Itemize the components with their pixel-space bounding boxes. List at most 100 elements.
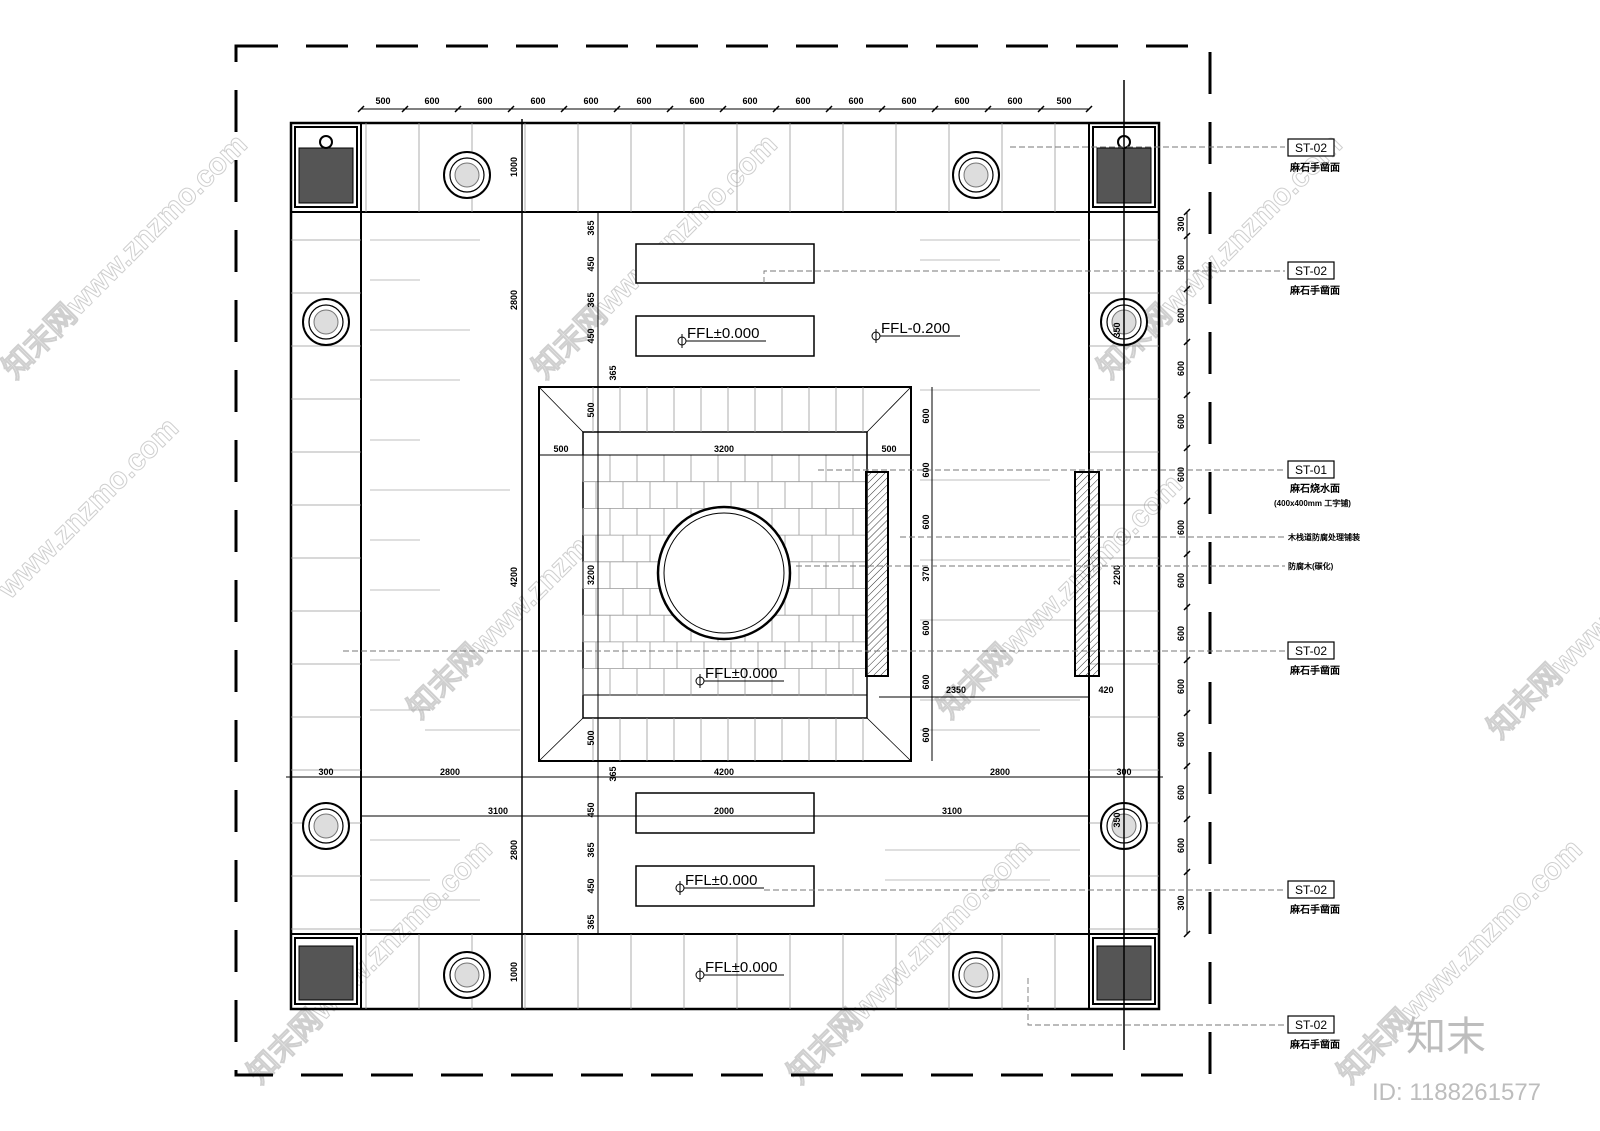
dim-label: 300 <box>1176 895 1186 910</box>
dim-label: 350 <box>1112 812 1122 827</box>
dim-label: 3100 <box>488 806 508 816</box>
callout-st02-3: ST-02 麻石手凿面 <box>1287 641 1340 677</box>
dim-label: 2200 <box>1112 565 1122 585</box>
column-core <box>313 813 339 839</box>
image-id-label: ID: 1188261577 <box>1372 1079 1541 1106</box>
dim-label: 4200 <box>509 567 519 587</box>
dim-label: 450 <box>586 878 596 893</box>
callout-desc: 麻石手凿面 <box>1289 903 1340 916</box>
top-dimension-chain: 500 600 600 600 600 600 600 600 600 600 … <box>357 96 1093 113</box>
dim-label: 600 <box>1176 520 1186 535</box>
brand-logo-text: 知末 <box>1406 1014 1486 1060</box>
bench-upper-1 <box>635 243 815 284</box>
dim-tick <box>613 105 621 113</box>
dim-label: 3200 <box>586 565 596 585</box>
callout-sub: (400x400mm 工字铺) <box>1274 498 1351 508</box>
level-label: FFL±0.000 <box>687 325 759 342</box>
dim-label: 500 <box>553 444 568 454</box>
dim-label: 600 <box>1176 414 1186 429</box>
dim-label: 1000 <box>509 962 519 982</box>
right-dimension-chain: 3006006006006006006006006006006006006003… <box>1176 208 1191 938</box>
level-label: FFL-0.200 <box>881 320 950 337</box>
column-core <box>454 962 480 988</box>
dim-label: 600 <box>901 96 916 106</box>
dim-label: 600 <box>921 514 931 529</box>
dim-tick <box>1183 444 1191 452</box>
dim-tick <box>1183 232 1191 240</box>
dim-label: 600 <box>1176 308 1186 323</box>
dim-label: 2000 <box>714 806 734 816</box>
watermark-text: 知末网www.znzmo.com <box>1482 488 1600 745</box>
dim-tick <box>1183 930 1191 938</box>
bench-lower-1 <box>635 792 815 834</box>
dim-tick <box>1183 391 1191 399</box>
dim-tick <box>1183 762 1191 770</box>
level-label: FFL±0.000 <box>685 872 757 889</box>
columns <box>302 151 1148 999</box>
wood-bench-outer <box>1074 471 1100 677</box>
central-fountain <box>656 505 792 641</box>
dim-label: 600 <box>1176 573 1186 588</box>
dim-label: 600 <box>921 408 931 423</box>
level-mark: FFL-0.200 <box>871 320 960 343</box>
dim-tick <box>825 105 833 113</box>
callout-leaders <box>343 146 1285 1026</box>
dim-label: 600 <box>1176 467 1186 482</box>
dim-label: 3100 <box>942 806 962 816</box>
dim-label: 600 <box>424 96 439 106</box>
dim-label: 600 <box>848 96 863 106</box>
dim-label: 600 <box>477 96 492 106</box>
watermark-text: www.znzmo.com <box>0 412 185 606</box>
callout-code: ST-02 <box>1295 883 1327 897</box>
callout-st02-5: ST-02 麻石手凿面 <box>1287 1015 1340 1051</box>
dim-label: 450 <box>586 802 596 817</box>
reference-lines <box>286 80 1163 1050</box>
dim-tick <box>772 105 780 113</box>
callout-code: ST-02 <box>1295 1018 1327 1032</box>
dim-label: 4200 <box>714 767 734 777</box>
bench-lower-2 <box>635 865 815 907</box>
dim-tick <box>1183 656 1191 664</box>
dim-tick <box>1183 709 1191 717</box>
dim-tick <box>719 105 727 113</box>
dim-label: 1000 <box>509 157 519 177</box>
callout-st02-1: ST-02 麻石手凿面 <box>1287 138 1340 174</box>
dim-label: 2350 <box>946 685 966 695</box>
dim-label: 600 <box>921 674 931 689</box>
dim-label: 600 <box>921 727 931 742</box>
dim-tick <box>878 105 886 113</box>
pool-dimension-labels: 500 3200 500 2350 420 <box>539 444 1114 695</box>
dim-tick <box>1183 550 1191 558</box>
material-callouts: ST-02 麻石手凿面 ST-02 麻石手凿面 ST-01 麻石烧水面 (400… <box>1274 138 1360 1051</box>
dim-tick <box>1085 105 1093 113</box>
dim-label: 600 <box>954 96 969 106</box>
dim-label: 2800 <box>509 840 519 860</box>
dim-label: 600 <box>1176 361 1186 376</box>
level-mark: FFL±0.000 <box>677 325 766 348</box>
column-core <box>963 162 989 188</box>
dim-label: 420 <box>1098 685 1113 695</box>
left-dimension-labels: 1000 2800 4200 2800 1000 365 450 365 450… <box>509 157 618 982</box>
benches <box>635 243 815 907</box>
dim-tick <box>401 105 409 113</box>
callout-desc: 麻石手凿面 <box>1289 161 1340 174</box>
callout-st02-4: ST-02 麻石手凿面 <box>1287 880 1340 916</box>
fountain-inner-ring <box>663 512 785 634</box>
dim-label: 600 <box>1176 838 1186 853</box>
column-core <box>313 309 339 335</box>
dim-tick <box>931 105 939 113</box>
pool-right-dimension-labels: 600 600 600 370 600 600 600 2200 350 350 <box>921 322 1122 827</box>
dim-tick <box>1183 338 1191 346</box>
dim-label: 365 <box>586 292 596 307</box>
dim-label: 500 <box>1056 96 1071 106</box>
drain-icon <box>319 135 333 149</box>
dim-tick <box>1183 815 1191 823</box>
dim-label: 350 <box>1112 322 1122 337</box>
dim-tick <box>1037 105 1045 113</box>
level-mark: FFL±0.000 <box>695 959 784 982</box>
level-mark: FFL±0.000 <box>695 665 784 688</box>
dim-tick <box>1183 208 1191 216</box>
callout-desc: 麻石手凿面 <box>1289 284 1340 297</box>
watermark-text: 知末网www.znzmo.com <box>932 468 1189 725</box>
